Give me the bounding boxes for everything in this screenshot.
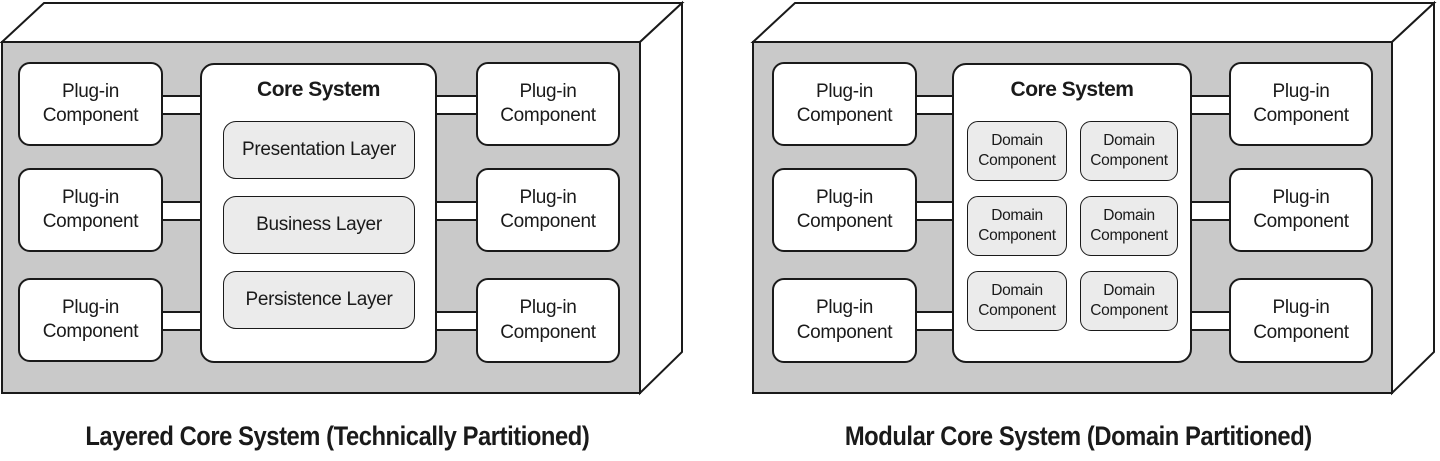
layered-core-system-box: Core System Presentation Layer Business … xyxy=(200,63,437,363)
persistence-layer-box: Persistence Layer xyxy=(223,271,415,329)
connector-pipe xyxy=(1190,311,1231,331)
plugin-component-box: Plug-in Component xyxy=(476,168,620,252)
plugin-component-box: Plug-in Component xyxy=(18,62,163,146)
modular-core-system-box: Core System Domain Component Domain Comp… xyxy=(952,63,1192,363)
domain-component-box: Domain Component xyxy=(967,271,1067,331)
plugin-component-box: Plug-in Component xyxy=(1229,62,1373,146)
plugin-component-box: Plug-in Component xyxy=(1229,278,1373,363)
layer-label: Business Layer xyxy=(256,214,382,235)
plugin-label: Plug-in Component xyxy=(1253,80,1349,126)
plugin-component-box: Plug-in Component xyxy=(772,168,917,252)
plugin-label: Plug-in Component xyxy=(42,186,139,232)
plugin-label: Plug-in Component xyxy=(1253,186,1349,232)
domain-label: Domain Component xyxy=(1090,131,1168,169)
plugin-component-box: Plug-in Component xyxy=(18,278,163,362)
domain-label: Domain Component xyxy=(1090,206,1168,244)
plugin-label: Plug-in Component xyxy=(1253,297,1349,343)
connector-pipe xyxy=(1190,201,1231,221)
plugin-label: Plug-in Component xyxy=(796,186,893,232)
domain-component-box: Domain Component xyxy=(1080,271,1178,331)
presentation-layer-box: Presentation Layer xyxy=(223,121,415,179)
domain-component-box: Domain Component xyxy=(967,196,1067,256)
core-system-title: Core System xyxy=(257,78,380,101)
connector-pipe xyxy=(436,95,479,115)
layer-label: Presentation Layer xyxy=(241,139,397,160)
plugin-label: Plug-in Component xyxy=(42,80,139,126)
domain-label: Domain Component xyxy=(978,131,1056,169)
domain-label: Domain Component xyxy=(978,281,1056,319)
plugin-component-box: Plug-in Component xyxy=(476,278,620,363)
plugin-label: Plug-in Component xyxy=(500,80,596,126)
plugin-label: Plug-in Component xyxy=(796,80,893,126)
connector-pipe xyxy=(160,311,202,331)
domain-label: Domain Component xyxy=(1090,281,1168,319)
modular-box-right-face xyxy=(1391,0,1435,396)
connector-pipe xyxy=(915,201,954,221)
connector-pipe xyxy=(160,95,202,115)
domain-component-box: Domain Component xyxy=(1080,121,1178,181)
connector-pipe xyxy=(915,311,954,331)
connector-pipe xyxy=(915,95,954,115)
layered-diagram-caption: Layered Core System (Technically Partiti… xyxy=(85,421,589,451)
layered-box-right-face xyxy=(639,0,683,396)
domain-component-box: Domain Component xyxy=(1080,196,1178,256)
plugin-component-box: Plug-in Component xyxy=(1229,168,1373,252)
connector-pipe xyxy=(436,311,479,331)
plugin-label: Plug-in Component xyxy=(500,297,596,343)
connector-pipe xyxy=(436,201,479,221)
modular-box-top-face xyxy=(750,1,1437,43)
domain-label: Domain Component xyxy=(978,206,1056,244)
connector-pipe xyxy=(160,201,202,221)
core-system-title: Core System xyxy=(1010,78,1134,101)
plugin-component-box: Plug-in Component xyxy=(772,62,917,146)
plugin-component-box: Plug-in Component xyxy=(476,62,620,146)
modular-diagram-caption: Modular Core System (Domain Partitioned) xyxy=(844,421,1312,451)
plugin-component-box: Plug-in Component xyxy=(772,278,917,363)
business-layer-box: Business Layer xyxy=(223,196,415,254)
plugin-label: Plug-in Component xyxy=(42,296,139,342)
plugin-label: Plug-in Component xyxy=(500,186,596,232)
plugin-label: Plug-in Component xyxy=(796,297,893,343)
connector-pipe xyxy=(1190,95,1231,115)
layer-label: Persistence Layer xyxy=(245,289,393,310)
layered-box-top-face xyxy=(0,1,685,43)
domain-component-box: Domain Component xyxy=(967,121,1067,181)
plugin-component-box: Plug-in Component xyxy=(18,168,163,252)
